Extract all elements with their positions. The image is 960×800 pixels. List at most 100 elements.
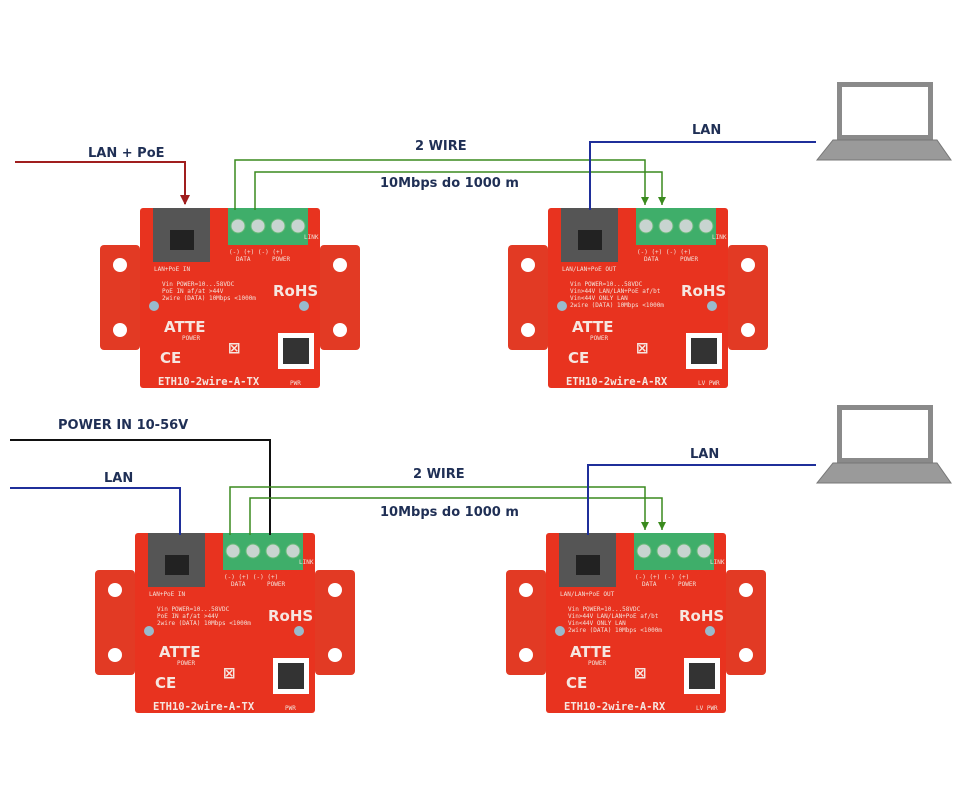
- lan-label: LAN: [690, 447, 719, 462]
- qr-pattern: [689, 663, 715, 689]
- mounting-ear: [728, 245, 768, 350]
- mount-hole: [521, 258, 535, 272]
- brand-sub: POWER: [182, 335, 200, 342]
- spec-line: Vin POWER=10...58VDC: [162, 281, 235, 288]
- brand-sub: POWER: [177, 660, 195, 667]
- converter-board: LINK (-) (+) (-) (+)DATA POWER LAN+PoE IN Vi…: [100, 208, 360, 388]
- port-label: LAN+PoE IN: [154, 266, 191, 273]
- power-in-label: POWER IN 10-56V: [58, 418, 188, 433]
- spec-line: 2wire (DATA) 10Mbps <1000m: [162, 295, 256, 302]
- mounting-ear: [506, 570, 546, 675]
- screw: [557, 301, 567, 311]
- weee-bin-icon: ⊠: [228, 339, 241, 357]
- poe-line: [15, 161, 190, 205]
- port-label: LAN/LAN+PoE OUT: [560, 591, 615, 598]
- mount-hole: [328, 648, 342, 662]
- mounting-ear: [100, 245, 140, 350]
- screw-terminal: [658, 218, 674, 234]
- mount-hole: [108, 648, 122, 662]
- lan-poe-label: LAN + PoE: [88, 146, 165, 161]
- screw-terminal: [678, 218, 694, 234]
- screw-terminal: [265, 543, 281, 559]
- lan-label: LAN: [692, 123, 721, 138]
- link-led-label: LINK: [710, 559, 725, 566]
- data-label: DATA: [236, 256, 251, 263]
- brand-logo: ATTE: [164, 318, 206, 336]
- link-led-label: LINK: [304, 234, 319, 241]
- pin-labels: (-) (+) (-) (+): [637, 249, 691, 256]
- rohs-mark: RoHS: [681, 282, 726, 300]
- mount-hole: [741, 323, 755, 337]
- laptop-icon: [815, 405, 952, 484]
- mount-hole: [519, 583, 533, 597]
- screw-terminal: [698, 218, 714, 234]
- power-label: POWER: [267, 581, 285, 588]
- power-label: POWER: [678, 581, 696, 588]
- weee-bin-icon: ⊠: [223, 664, 236, 682]
- two-wire-label: 2 WIRE: [415, 139, 467, 154]
- screw-terminal: [676, 543, 692, 559]
- spec-line: Vin POWER=10...58VDC: [157, 606, 230, 613]
- mount-hole: [741, 258, 755, 272]
- power-label: POWER: [272, 256, 290, 263]
- led-labels: PWR: [290, 380, 301, 387]
- power-line: [10, 439, 271, 535]
- rj45-socket: [170, 230, 194, 250]
- brand-logo: ATTE: [570, 643, 612, 661]
- qr-pattern: [283, 338, 309, 364]
- port-label: LAN+PoE IN: [149, 591, 186, 598]
- weee-bin-icon: ⊠: [636, 339, 649, 357]
- lan-in-label: LAN: [104, 471, 133, 486]
- model-name: ETH10-2wire-A-TX: [158, 376, 260, 388]
- rj45-socket: [165, 555, 189, 575]
- link-led-label: LINK: [299, 559, 314, 566]
- weee-bin-icon: ⊠: [634, 664, 647, 682]
- led-labels: LV PWR: [698, 380, 720, 387]
- rohs-mark: RoHS: [679, 607, 724, 625]
- screw-terminal: [250, 218, 266, 234]
- port-label: LAN/LAN+PoE OUT: [562, 266, 617, 273]
- power-label: POWER: [680, 256, 698, 263]
- screw: [294, 626, 304, 636]
- spec-line: PoE IN af/at >44V: [157, 613, 219, 620]
- screw-terminal: [290, 218, 306, 234]
- screw: [144, 626, 154, 636]
- spec-line: Vin>44V LAN/LAN+PoE af/bt: [568, 613, 659, 620]
- pin-labels: (-) (+) (-) (+): [635, 574, 689, 581]
- converter-board: LINK (-) (+) (-) (+)DATA POWER LAN/LAN+PoE …: [506, 533, 766, 713]
- rj45-socket: [578, 230, 602, 250]
- ce-mark: CE: [566, 674, 587, 692]
- model-name: ETH10-2wire-A-TX: [153, 701, 255, 713]
- screw: [555, 626, 565, 636]
- data-wire-minus: [234, 159, 649, 210]
- screw-terminal: [285, 543, 301, 559]
- pin-labels: (-) (+) (-) (+): [229, 249, 283, 256]
- screw-terminal: [245, 543, 261, 559]
- mounting-ear: [315, 570, 355, 675]
- mounting-ear: [726, 570, 766, 675]
- spec-line: Vin>44V LAN/LAN+PoE af/bt: [570, 288, 661, 295]
- screw-terminal: [225, 543, 241, 559]
- ce-mark: CE: [155, 674, 176, 692]
- data-wire-plus: [249, 497, 666, 535]
- spec-line: Vin POWER=10...58VDC: [568, 606, 641, 613]
- screw: [705, 626, 715, 636]
- led-labels: PWR: [285, 705, 296, 712]
- lan-line: [587, 464, 816, 535]
- pin-labels: (-) (+) (-) (+): [224, 574, 278, 581]
- screw-terminal: [230, 218, 246, 234]
- data-label: DATA: [642, 581, 657, 588]
- laptop-icon: [815, 82, 952, 161]
- mounting-ear: [95, 570, 135, 675]
- mount-hole: [739, 648, 753, 662]
- brand-sub: POWER: [590, 335, 608, 342]
- screw: [149, 301, 159, 311]
- qr-pattern: [278, 663, 304, 689]
- rohs-mark: RoHS: [268, 607, 313, 625]
- model-name: ETH10-2wire-A-RX: [564, 701, 666, 713]
- spec-line: PoE IN af/at >44V: [162, 288, 224, 295]
- mount-hole: [333, 323, 347, 337]
- rj45-socket: [576, 555, 600, 575]
